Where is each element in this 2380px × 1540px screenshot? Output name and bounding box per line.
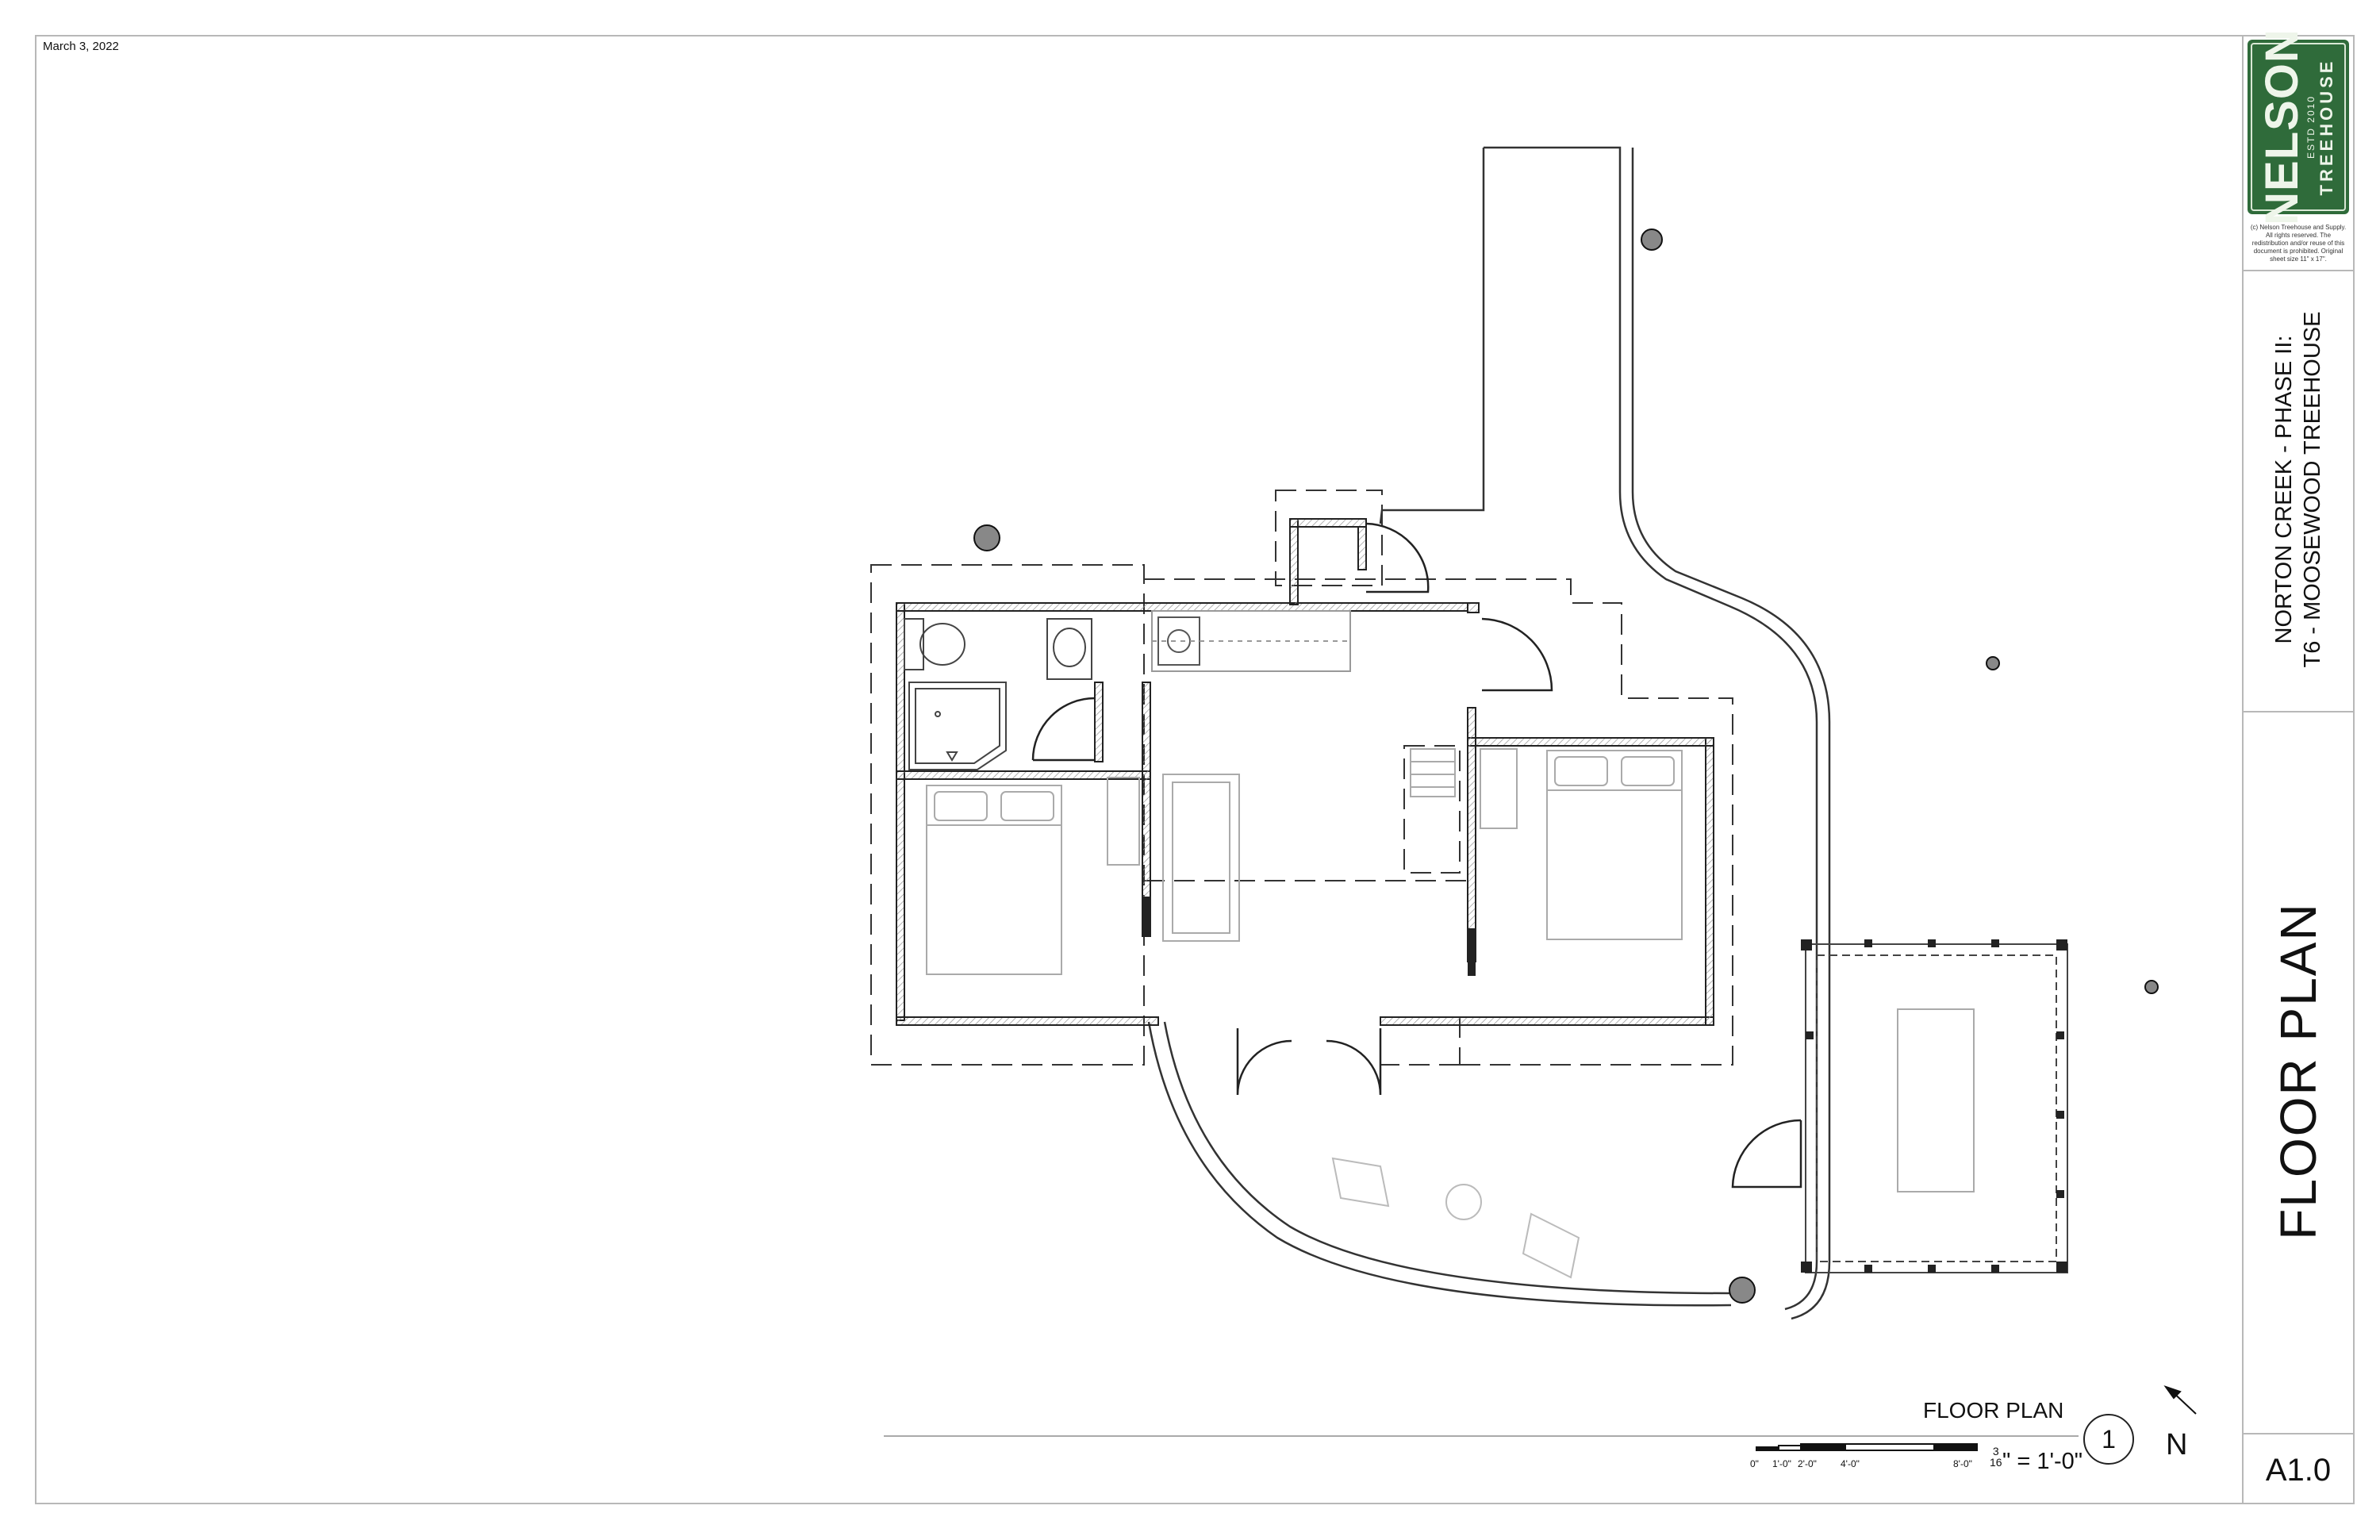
sheet-number: A1.0 (2265, 1452, 2332, 1488)
title-block-divider (2242, 1433, 2355, 1434)
view-title: FLOOR PLAN (1923, 1398, 2064, 1423)
door-swings (1031, 522, 1802, 1189)
scale-fraction: 3 16 (1990, 1446, 2002, 1468)
exterior-walls (896, 518, 1714, 1026)
deck-chairs (1331, 1157, 1580, 1279)
dining-porch (1805, 943, 2068, 1273)
nelson-logo: NELSON ESTD 2010 TREEHOUSE (2244, 29, 2353, 225)
bathroom-fixtures (904, 618, 1092, 770)
copyright-note: (c) Nelson Treehouse and Supply. All rig… (2250, 224, 2347, 263)
north-label: N (2166, 1428, 2188, 1461)
scale-numerator: 3 (1992, 1445, 1999, 1457)
scale-denominator: 16 (1990, 1456, 2002, 1469)
scale-text: " = 1'-0" (2002, 1449, 2083, 1474)
sheet-date: March 3, 2022 (43, 40, 119, 53)
title-block (2242, 35, 2355, 1504)
tree-trunks (973, 229, 2159, 1304)
title-block-divider (2242, 711, 2355, 712)
walkway-bridge (1379, 146, 1831, 1320)
scale-tick-label: 2'-0" (1798, 1458, 1817, 1469)
sheet-border (35, 35, 2355, 1504)
living-furniture (1107, 748, 1518, 942)
curved-deck (1147, 1021, 1732, 1307)
scale-tick-label: 8'-0" (1953, 1458, 1972, 1469)
view-number: 1 (2083, 1414, 2134, 1465)
scale-tick-label: 4'-0" (1841, 1458, 1860, 1469)
north-arrow (2163, 1385, 2197, 1415)
bedroom-beds (926, 750, 1683, 975)
title-block-divider (2242, 270, 2355, 271)
scale-tick-label: 1'-0" (1772, 1458, 1791, 1469)
porch-posts (1801, 939, 2067, 1273)
logo-frame: NELSON ESTD 2010 TREEHOUSE (2251, 29, 2346, 225)
scale-tick-label: 0" (1750, 1458, 1759, 1469)
scale-bar (1756, 1443, 1978, 1451)
logo-badge: NELSON ESTD 2010 TREEHOUSE (2248, 29, 2349, 225)
kitchen-counter (1151, 610, 1351, 672)
